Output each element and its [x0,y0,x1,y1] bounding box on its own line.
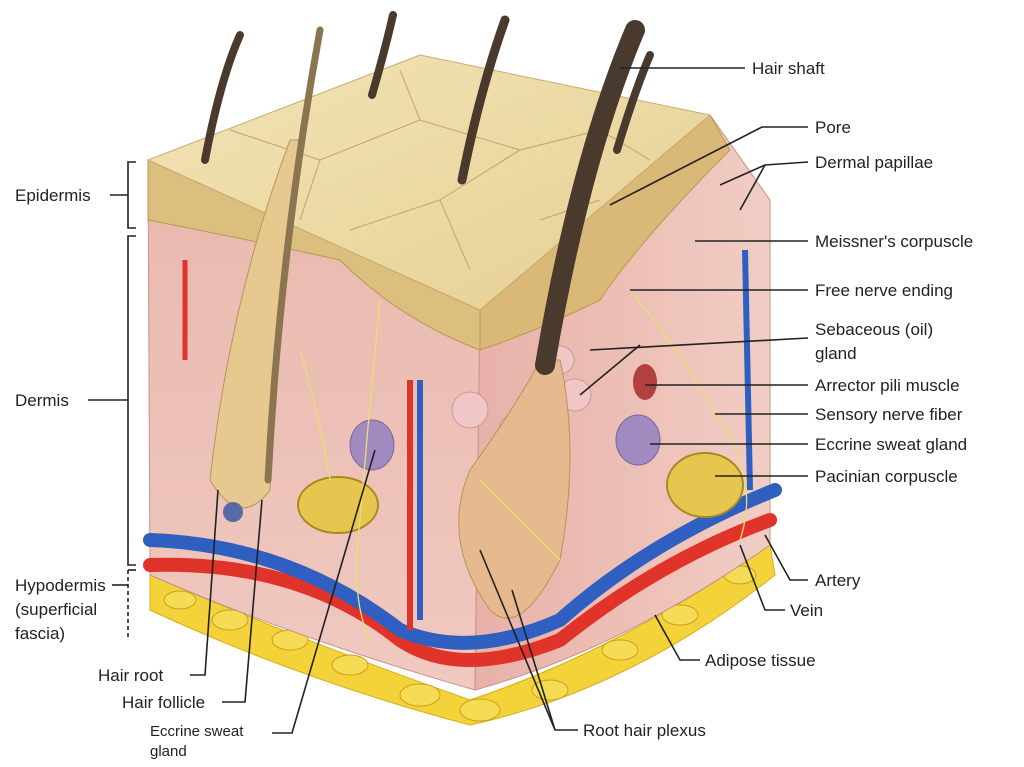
hair-shafts [201,11,654,484]
arrector-pili [633,364,657,400]
label-sebaceous-2: gland [815,344,857,363]
label-dermal-papillae: Dermal papillae [815,153,934,172]
label-hypodermis-2: (superficial [15,600,98,619]
artery-vessel [143,513,777,667]
label-pore: Pore [815,118,851,137]
label-sensory: Sensory nerve fiber [815,405,963,424]
label-eccrine-bottom: Eccrine sweat [150,723,244,740]
label-hypodermis: Hypodermis [15,576,106,595]
hair-follicle-right [458,359,571,619]
epidermis-right [479,114,731,351]
label-hair-shaft: Hair shaft [752,59,825,78]
label-epidermis: Epidermis [15,186,91,205]
epidermis-front [147,159,481,351]
nerve-fibers [299,289,748,641]
label-vein: Vein [790,601,824,620]
label-arrector: Arrector pili muscle [815,376,960,395]
label-artery: Artery [815,571,861,590]
label-eccrine-bottom-2: gland [150,743,187,760]
label-eccrine: Eccrine sweat gland [815,435,968,454]
pacinian-corpuscle-right [666,452,744,518]
skin-surface [146,54,712,311]
fat-cells [163,565,757,722]
pacinian-corpuscle-left [297,476,379,534]
vein-vessel [143,483,782,650]
label-pacinian: Pacinian corpuscle [815,467,958,486]
label-hypodermis-3: fascia) [15,624,66,643]
label-hair-follicle: Hair follicle [122,693,206,712]
label-dermis: Dermis [15,391,69,410]
label-sebaceous: Sebaceous (oil) [815,320,934,339]
surface-ridges [229,69,651,271]
label-adipose-tissue: Adipose tissue [705,651,816,670]
label-hair-root: Hair root [98,666,164,685]
leader-lines [190,67,809,734]
label-root-hair-plexus: Root hair plexus [583,721,706,740]
eccrine-gland-coil [349,419,395,471]
label-free-nerve: Free nerve ending [815,281,953,300]
label-meissner: Meissner's corpuscle [815,232,974,251]
layer-brackets [88,161,136,640]
